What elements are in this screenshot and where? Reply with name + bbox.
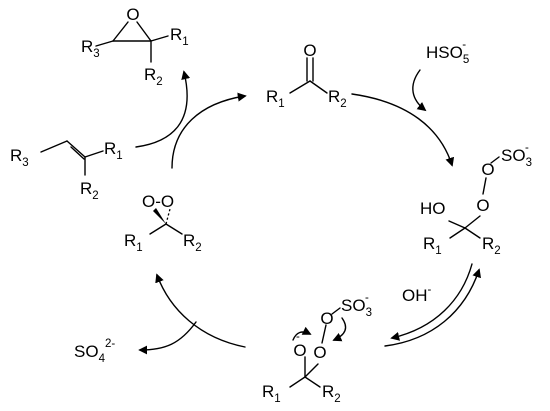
arrow-anion-to-dioxirane	[155, 273, 246, 348]
anion-so3: SO3-	[341, 292, 372, 319]
alkene-r2: R2	[80, 179, 99, 202]
anion-r2: R2	[322, 382, 341, 405]
criegee-so3: SO3-	[501, 142, 532, 169]
dioxirane-hashed-bond	[165, 208, 171, 225]
criegee-r1-bond	[449, 227, 466, 239]
ketone-oxygen: O	[303, 41, 316, 60]
alkene-double-bond-outer	[66, 140, 86, 158]
arrow-anion-to-criegee	[384, 268, 481, 347]
criegee-r2: R2	[482, 234, 501, 257]
criegee-r2-bond	[464, 227, 481, 239]
anion-co-bond	[304, 363, 319, 378]
ketone-r2: R2	[328, 87, 347, 110]
epoxide-co-bond-right	[136, 21, 152, 42]
anion-oxygen-upper: O	[320, 309, 333, 328]
criegee-co-bond	[464, 215, 481, 229]
alkene-r3-bond	[40, 140, 68, 153]
dioxirane-r2: R2	[183, 231, 202, 254]
ketone-catalyst: O R1 R2	[266, 41, 347, 110]
anion-r2-bond	[304, 376, 321, 388]
alkene-substrate: R3 R1 R2	[10, 139, 123, 202]
anion-oxygen-lower: O	[313, 343, 326, 362]
arrow-ketone-to-criegee	[351, 93, 455, 167]
dioxirane-intermediate: O-O R1 R2	[124, 192, 202, 254]
arrow-sulfate-leaving	[138, 321, 197, 355]
anion-curly-arrow-right	[332, 317, 347, 342]
dioxirane-oxygens: O-O	[142, 192, 174, 211]
criegee-intermediate: O O SO3- HO R1 R2	[420, 142, 532, 257]
anion-oxygen-minus: O	[293, 341, 306, 360]
oxone-reagent: HSO5-	[426, 39, 469, 66]
anion-curly-arrow-left	[292, 326, 312, 341]
epoxide-co-bond-left	[112, 21, 129, 42]
dioxirane-wedge-bond	[153, 208, 166, 224]
epoxide-r1: R1	[170, 25, 189, 48]
anion-r1-bond	[289, 376, 306, 388]
dioxirane-r1-bond	[149, 223, 167, 235]
sulfate-byproduct: SO42-	[74, 338, 115, 365]
anion-os-bond	[331, 307, 341, 315]
alkene-r1-bond	[84, 150, 104, 158]
dioxirane-r1: R1	[124, 231, 143, 254]
epoxide-r2: R2	[144, 65, 163, 88]
criegee-oxygen-upper: O	[481, 160, 494, 179]
arrow-alkene-to-epoxide	[135, 70, 191, 148]
epoxide-r1-bond	[150, 35, 169, 42]
criegee-oxygen-lower: O	[476, 196, 489, 215]
alkene-r3: R3	[10, 146, 29, 169]
epoxide-r3: R3	[81, 37, 100, 60]
epoxide-product: O R1 R2 R3	[81, 5, 189, 88]
alkene-double-bond-inner	[70, 146, 85, 160]
anion-r1: R1	[262, 382, 281, 405]
criegee-r1: R1	[423, 234, 442, 257]
anion-negative-charge: -	[296, 331, 300, 343]
ketone-r1-bond	[289, 80, 311, 94]
hydroxide-base: OH-	[402, 284, 432, 305]
criegee-ho-bond	[448, 220, 466, 229]
ketone-r2-bond	[309, 80, 328, 94]
criegee-oo-bond	[482, 177, 487, 195]
ketone-r1: R1	[266, 87, 285, 110]
peroxy-anion-intermediate: O - O O SO3- R1 R2	[262, 292, 372, 405]
arrow-criegee-to-anion	[390, 263, 473, 341]
epoxide-oxygen: O	[126, 5, 139, 24]
anion-oo-bond	[321, 324, 327, 344]
arrow-dioxirane-to-ketone	[171, 92, 247, 169]
alkene-r1: R1	[104, 139, 123, 162]
epoxide-r3-bond	[95, 40, 114, 47]
criegee-hydroxyl: HO	[420, 199, 446, 218]
arrow-oxone-entering	[412, 69, 427, 112]
criegee-os-bond	[490, 156, 500, 164]
dioxirane-r2-bond	[165, 223, 183, 235]
